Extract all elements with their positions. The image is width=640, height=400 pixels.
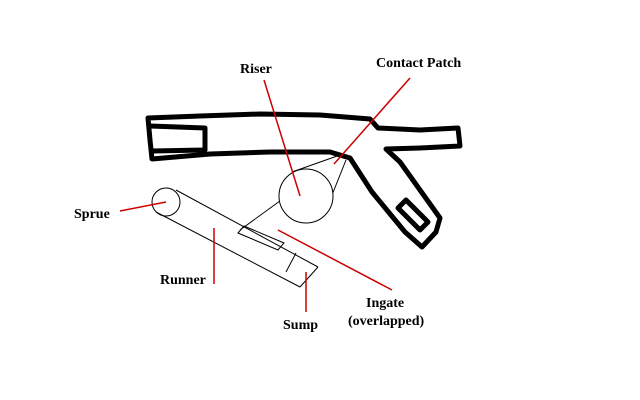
- casting-leg-inner-rect: [395, 197, 431, 233]
- labels: Riser Contact Patch Sprue Runner Sump In…: [74, 56, 461, 333]
- riser-leader: [263, 79, 301, 197]
- casting-bar-outline: [145, 111, 463, 250]
- ingate-leader: [277, 229, 393, 291]
- ingate-rect: [237, 225, 285, 251]
- runner-label: Runner: [160, 273, 206, 288]
- sump-box: [285, 252, 297, 273]
- riser: [239, 154, 347, 231]
- contact-patch-leader: [333, 77, 411, 165]
- sprue-leader: [119, 201, 167, 212]
- ingate-label-line1: Ingate: [366, 296, 404, 311]
- casting-left-inner-rect: [147, 123, 208, 154]
- sprue-label: Sprue: [74, 207, 110, 222]
- riser-circle: [278, 168, 334, 224]
- contact-patch-label: Contact Patch: [376, 56, 461, 71]
- leader-lines: [119, 77, 411, 312]
- ingate-label-line2: (overlapped): [348, 314, 425, 329]
- runner: [155, 189, 319, 288]
- casting-part: [145, 111, 463, 250]
- sump-label: Sump: [283, 318, 318, 333]
- riser-label: Riser: [240, 62, 272, 77]
